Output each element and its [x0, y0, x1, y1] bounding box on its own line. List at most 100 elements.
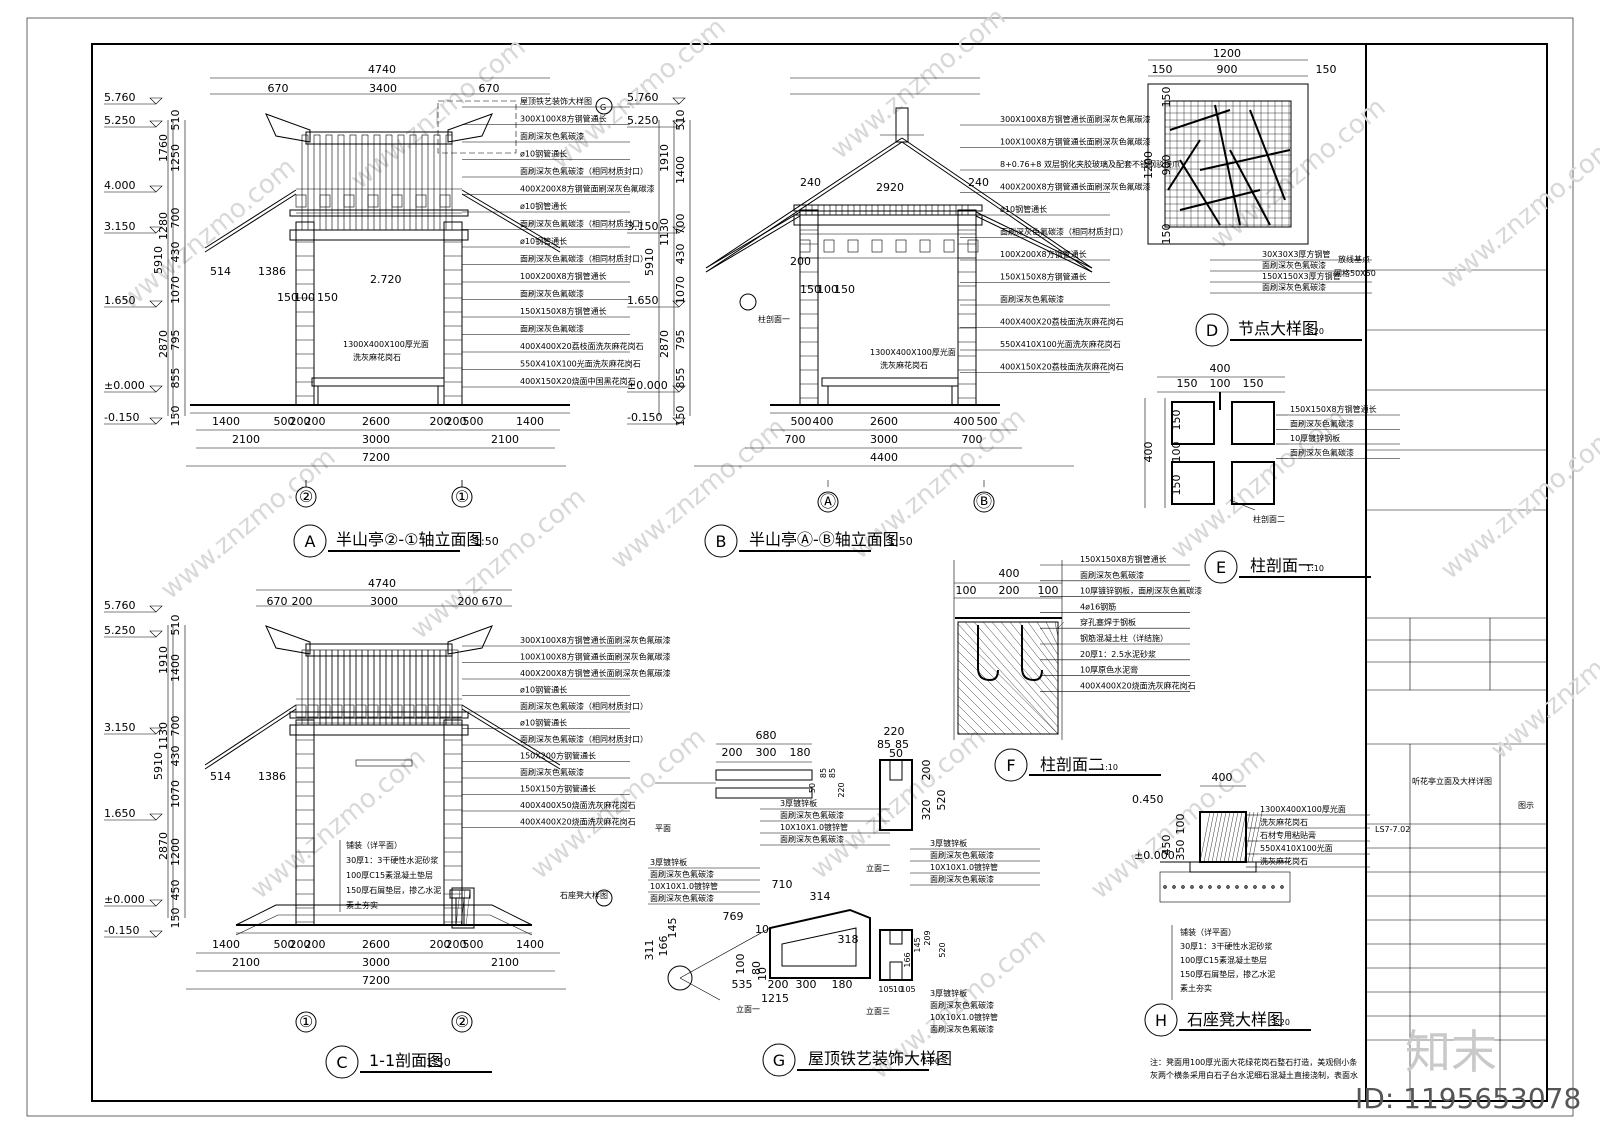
bottom-dim: 1400: [516, 415, 544, 428]
line: [1215, 811, 1227, 863]
bottom-dim: 200: [290, 938, 311, 951]
ornament-dim: 318: [838, 933, 859, 946]
rect: [793, 204, 983, 212]
rect: [805, 204, 813, 216]
h-note-2: 灰两个横条采用白石子台水泥细石混凝土直接浇制，表面水: [1150, 1070, 1358, 1080]
rect: [385, 649, 393, 726]
b-axis-a: Ⓐ: [820, 492, 836, 511]
rect: [439, 704, 451, 718]
outer-border: [26, 17, 1574, 1117]
bottom-dim: 1400: [516, 938, 544, 951]
rect: [415, 704, 427, 718]
line: [1211, 811, 1223, 863]
bottom-dim-total: 7200: [362, 451, 390, 464]
rect: [337, 134, 345, 231]
d-dim-v1200: 1200: [1142, 151, 1155, 179]
rect: [871, 239, 883, 253]
ornament-elev-1-inner: [781, 927, 857, 967]
bottom-dim: 2600: [362, 415, 390, 428]
h-dim-350: 350: [1174, 840, 1187, 861]
pave-note: 30厚1：3干硬性水泥砂浆: [346, 855, 438, 865]
elevation-arrow: [149, 120, 163, 128]
circle: [704, 524, 738, 558]
b-title: 半山亭Ⓐ-Ⓑ轴立面图: [749, 530, 899, 549]
rect: [349, 649, 357, 726]
elevation-arrow: [149, 97, 163, 105]
vertical-dim: 855: [169, 368, 182, 389]
annotation: 8+0.76+8 双层钢化夹胶玻璃及配套不锈钢驳接爪: [1000, 159, 1180, 169]
ornament-dim: 1215: [761, 992, 789, 1005]
elevation-arrow: [149, 605, 163, 613]
b-inner-150a: 150: [800, 283, 821, 296]
e-dim-400: 400: [1210, 362, 1231, 375]
rect: [433, 134, 441, 231]
line: [957, 722, 970, 735]
rect: [865, 204, 873, 216]
elevation-arrow: [149, 727, 163, 735]
rect: [295, 194, 307, 208]
rect: [1199, 811, 1247, 863]
g-plan-300: 300: [756, 746, 777, 759]
annotation: 100X100X8方钢管通长面刷深灰色氟碳漆: [520, 652, 671, 662]
watermark-text: www.znzmo.com: [1435, 132, 1600, 295]
b-cut-e: 柱剖面一: [758, 314, 790, 324]
annotation: 150X200方钢管通长: [520, 751, 596, 761]
rect: [889, 961, 903, 981]
annotation: 400X400X50烧面洗灰麻花岗石: [520, 800, 636, 810]
h-dim-100: 100: [1174, 814, 1187, 835]
line: [1207, 811, 1219, 863]
a-axis-2: ②: [299, 487, 313, 506]
f-dim-200: 200: [999, 584, 1020, 597]
vertical-dim: 5910: [643, 248, 656, 276]
d-title: 节点大样图: [1238, 319, 1318, 338]
line: [455, 889, 461, 927]
vertical-dim: 430: [169, 242, 182, 263]
ornament-dim: 320: [920, 800, 933, 821]
circle: [1190, 885, 1194, 889]
circle: [595, 97, 613, 115]
vertical-dim: 2870: [157, 832, 170, 860]
rebar-right: [1021, 625, 1043, 682]
a-title: 半山亭②-①轴立面图: [336, 530, 482, 549]
annotation: ø10钢管通长: [520, 236, 567, 246]
rect: [331, 649, 339, 726]
bottom-dim: 1400: [212, 415, 240, 428]
pave-note: 30厚1：3干硬性水泥砂浆: [1180, 941, 1272, 951]
line: [705, 141, 903, 273]
annotation: 放线基点: [1338, 254, 1370, 264]
ornament-dim: 10: [756, 967, 769, 981]
g-letter: G: [773, 1051, 785, 1070]
elevation-mark: 4.000: [104, 179, 136, 192]
elevation-mark: 1.650: [104, 807, 136, 820]
rect: [403, 704, 415, 718]
bottom-dim-total: 7200: [362, 974, 390, 987]
a-dim-mid: 3400: [369, 82, 397, 95]
c-axis-1: ①: [299, 1012, 313, 1031]
g-plan-200: 200: [722, 746, 743, 759]
circle: [1172, 885, 1176, 889]
vertical-dim: 700: [169, 208, 182, 229]
h-dim-450: 450: [1160, 835, 1173, 856]
line: [1243, 811, 1255, 863]
annotation: 石材专用粘贴膏: [1260, 830, 1316, 840]
circle: [1262, 885, 1266, 889]
c-title: 1-1剖面图: [369, 1051, 443, 1070]
annotation: 面刷深灰色氟碳漆: [1000, 294, 1064, 304]
ornament-dim: 100: [734, 954, 747, 975]
rect: [301, 649, 309, 726]
rect: [1147, 83, 1309, 245]
rect: [427, 704, 439, 718]
rect: [443, 719, 463, 926]
callout-g-letter: G: [600, 103, 606, 112]
line: [1231, 811, 1243, 863]
annotation: 100X200X8方钢管通长: [520, 271, 607, 281]
e-dim-v400: 400: [1142, 442, 1155, 463]
circle: [817, 491, 839, 513]
line: [679, 977, 721, 1001]
rect: [385, 134, 393, 231]
line: [460, 889, 466, 927]
circle: [293, 524, 327, 558]
vertical-dim: 1400: [674, 156, 687, 184]
rect: [289, 724, 469, 736]
